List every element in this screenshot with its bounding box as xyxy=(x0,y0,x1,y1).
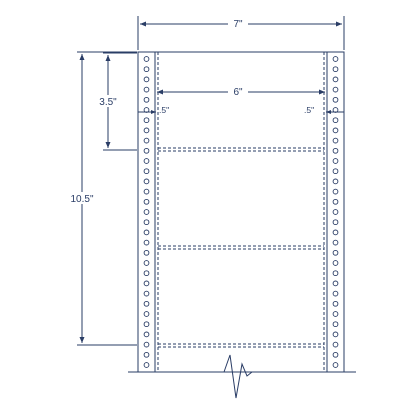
sprocket-hole xyxy=(143,239,150,246)
label-bg xyxy=(94,95,122,107)
sprocket-hole xyxy=(332,362,339,368)
sprocket-hole xyxy=(332,127,339,134)
sprocket-hole xyxy=(143,362,150,368)
sprocket-hole xyxy=(143,219,150,226)
sprocket-hole xyxy=(332,219,339,226)
sprocket-hole xyxy=(332,290,339,297)
arrowhead-icon xyxy=(105,55,111,61)
right-sprocket-holes xyxy=(332,56,339,368)
sheet-width-label: 7" xyxy=(233,19,243,30)
label-bg xyxy=(66,192,98,204)
sprocket-hole xyxy=(332,86,339,93)
sprocket-hole xyxy=(332,270,339,277)
sprocket-hole xyxy=(143,331,150,338)
sprocket-hole xyxy=(332,209,339,215)
sprocket-hole xyxy=(143,270,150,277)
label-bg xyxy=(228,17,248,29)
sprocket-hole xyxy=(143,280,150,287)
sprocket-hole xyxy=(332,56,339,62)
arrowhead-icon xyxy=(105,142,111,148)
sprocket-hole xyxy=(143,321,150,328)
sprocket-hole xyxy=(143,66,150,73)
sheet-height-label: 10.5" xyxy=(70,194,93,205)
arrowhead-icon xyxy=(319,89,325,95)
sprocket-hole xyxy=(143,351,150,358)
sprocket-hole xyxy=(143,168,150,175)
sprocket-hole xyxy=(143,311,150,317)
sprocket-hole xyxy=(143,209,150,215)
sprocket-hole xyxy=(332,341,339,348)
sprocket-hole xyxy=(332,300,339,307)
arrowhead-icon xyxy=(79,54,85,60)
sprocket-hole xyxy=(143,188,150,195)
sheet-outline xyxy=(137,51,345,373)
right-margin-label: .5" xyxy=(304,105,314,115)
arrowhead-icon xyxy=(140,21,146,27)
sprocket-hole xyxy=(332,168,339,175)
arrowhead-icon xyxy=(151,110,156,114)
label-height-label: 3.5" xyxy=(99,97,117,108)
sprocket-hole xyxy=(143,341,150,348)
sprocket-hole xyxy=(332,137,339,144)
sprocket-hole xyxy=(332,239,339,246)
sprocket-hole xyxy=(143,86,150,93)
sprocket-hole xyxy=(143,158,150,164)
sprocket-hole xyxy=(332,158,339,164)
arrowhead-icon xyxy=(157,89,163,95)
sprocket-hole xyxy=(332,178,339,185)
sprocket-hole xyxy=(143,96,150,103)
label-bg xyxy=(228,85,248,97)
arrowhead-icon xyxy=(326,110,331,114)
sprocket-hole xyxy=(332,117,339,124)
sprocket-hole xyxy=(332,229,339,236)
left-sprocket-holes xyxy=(143,56,150,368)
sprocket-hole xyxy=(332,147,339,154)
sprocket-hole xyxy=(332,198,339,205)
sprocket-hole xyxy=(143,260,150,266)
sprocket-hole xyxy=(143,76,150,83)
label-width-label: 6" xyxy=(233,87,243,98)
sprocket-hole xyxy=(143,178,150,185)
sprocket-hole xyxy=(143,147,150,154)
sprocket-hole xyxy=(143,137,150,144)
sprocket-hole xyxy=(143,198,150,205)
sprocket-hole xyxy=(143,117,150,124)
sprocket-hole xyxy=(332,260,339,266)
sprocket-hole xyxy=(332,76,339,83)
sprocket-hole xyxy=(332,311,339,317)
sprocket-hole xyxy=(332,321,339,328)
sprocket-hole xyxy=(143,56,150,62)
sprocket-hole xyxy=(143,249,150,256)
sprocket-hole xyxy=(143,290,150,297)
sprocket-hole xyxy=(332,351,339,358)
sprocket-hole xyxy=(332,96,339,103)
sprocket-hole xyxy=(143,127,150,134)
arrowhead-icon xyxy=(336,21,342,27)
sprocket-hole xyxy=(143,300,150,307)
sprocket-hole xyxy=(143,229,150,236)
sprocket-hole xyxy=(332,280,339,287)
left-margin-label: .5" xyxy=(159,105,169,115)
arrowhead-icon xyxy=(79,337,85,343)
sprocket-hole xyxy=(332,66,339,73)
break-zigzag-icon xyxy=(223,354,253,399)
sprocket-hole xyxy=(332,249,339,256)
sprocket-hole xyxy=(332,331,339,338)
sprocket-hole xyxy=(332,188,339,195)
